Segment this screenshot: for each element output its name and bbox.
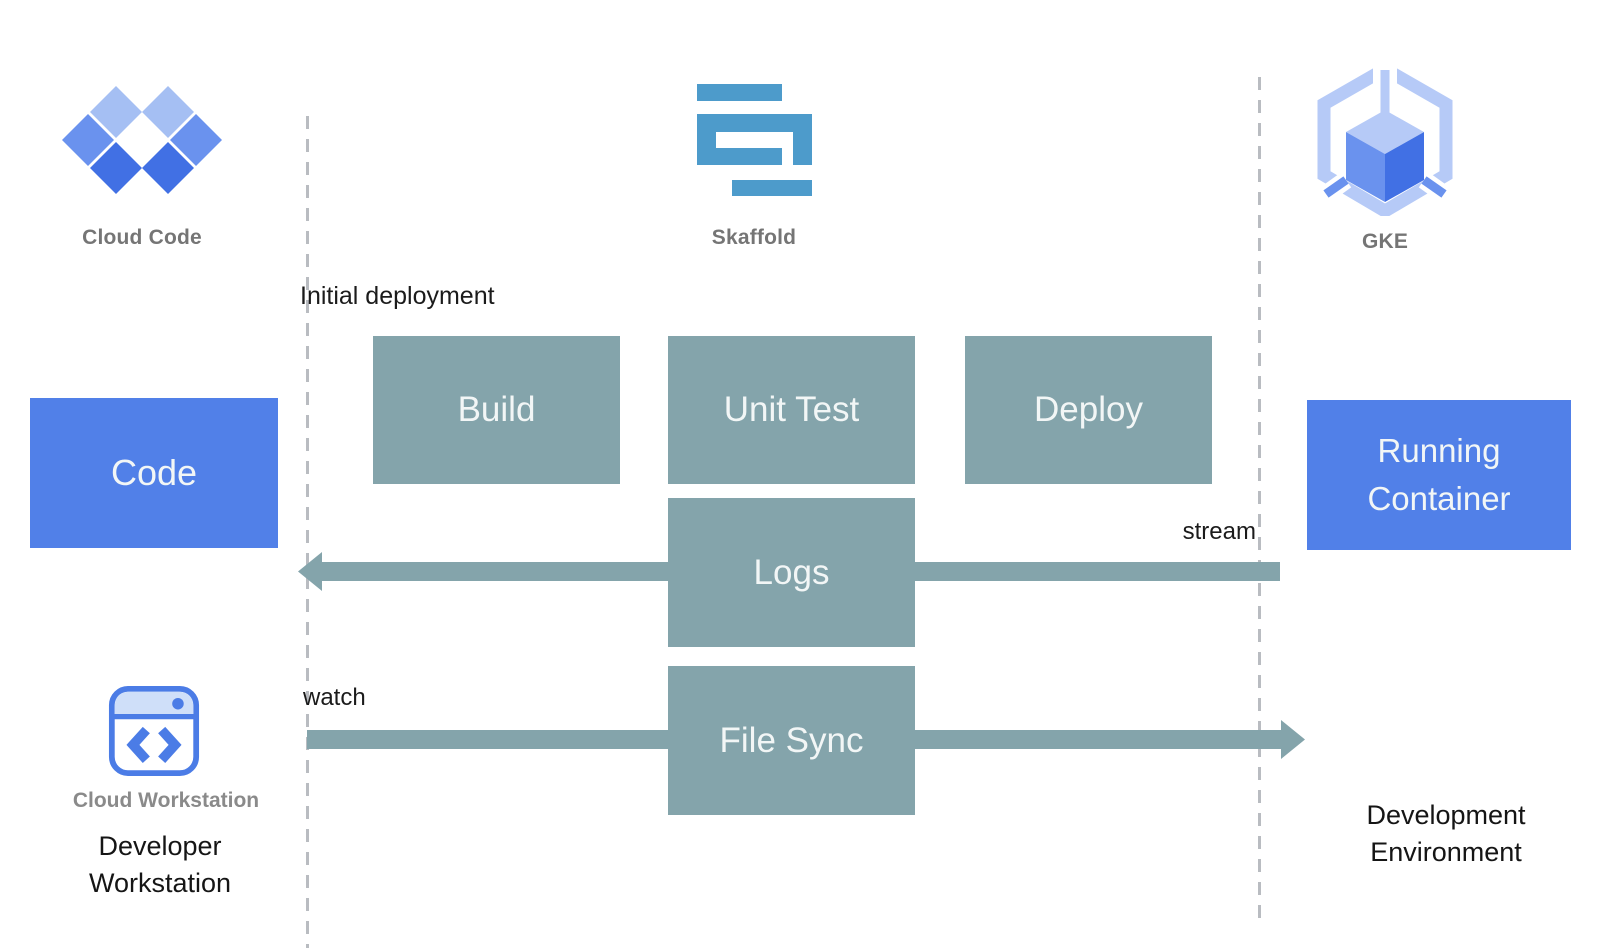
initial-deployment-label: Initial deployment [300,282,495,310]
skaffold-s-icon [697,84,812,196]
running-container-node: Running Container [1307,400,1571,550]
cloud-code-diamonds-icon [62,86,222,194]
code-node-label: Code [110,452,198,493]
cloud-workstation-label: Cloud Workstation [72,789,260,812]
deploy-node: Deploy [965,336,1212,484]
stream-label: stream [1182,518,1256,545]
right-lane-divider [1258,77,1261,922]
build-node: Build [373,336,620,484]
logs-node-label: Logs [753,552,830,592]
file-sync-node-label: File Sync [719,720,864,760]
left-lane-divider [306,116,309,948]
gke-hexagon-cube-icon [1312,64,1458,216]
cloud-workstation-window-icon [108,685,200,777]
gke-label: GKE [1361,230,1409,253]
watch-label: watch [303,684,366,711]
cloud-code-label: Cloud Code [82,226,202,249]
developer-workstation-label: Developer Workstation [88,831,232,899]
development-environment-label: Development Environment [1366,800,1526,868]
unit-test-node-label: Unit Test [723,390,860,429]
skaffold-label: Skaffold [711,226,797,249]
file-sync-node: File Sync [668,666,915,815]
running-container-node-label: Running Container [1367,432,1511,517]
logs-node: Logs [668,498,915,647]
build-node-label: Build [457,390,536,429]
deploy-node-label: Deploy [1034,390,1143,429]
code-node: Code [30,398,278,548]
unit-test-node: Unit Test [668,336,915,484]
